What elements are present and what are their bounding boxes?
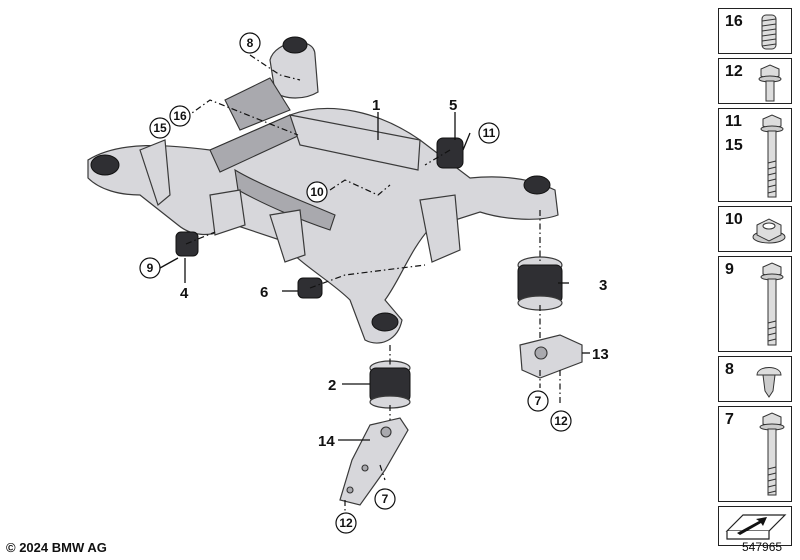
svg-text:8: 8 [247,36,254,50]
svg-text:15: 15 [153,121,167,135]
legend-cell-16[interactable]: 16 [718,8,792,54]
document-number: 547965 [742,540,783,554]
callout-2: 2 [328,377,336,394]
hex-collar-screw-icon [758,64,782,102]
callout-6: 6 [260,284,268,301]
threaded-insert-icon [761,14,777,50]
legend-number: 16 [725,13,743,30]
copyright-text: © 2024 BMW AG [6,540,107,555]
rubber-mount-3 [517,256,563,311]
orientation-arrow-icon [725,514,787,540]
bracket-13 [519,334,583,379]
bracket-14 [339,417,409,506]
long-hex-bolt-icon [760,114,784,198]
svg-text:7: 7 [382,492,389,506]
legend-cell-9[interactable]: 9 [718,256,792,352]
rear-axle-carrier-diagram: 1 5 3 13 2 14 6 4 8 16 15 11 10 9 7 12 7… [87,32,609,534]
legend-cell-8[interactable]: 8 [718,356,792,402]
legend-cell-orientation [718,506,792,546]
callout-3: 3 [599,277,607,294]
callout-12-bottom: 12 [335,512,357,534]
legend-number: 12 [725,63,743,80]
callout-5: 5 [449,97,457,114]
callout-13: 13 [592,346,609,363]
svg-text:11: 11 [483,126,496,140]
callout-1: 1 [372,97,380,114]
callout-11: 11 [478,122,500,144]
svg-text:16: 16 [173,109,187,123]
legend-number: 10 [725,211,743,228]
svg-text:12: 12 [554,414,568,428]
legend-cell-10[interactable]: 10 [718,206,792,252]
legend-number: 9 [725,261,734,278]
svg-text:9: 9 [147,261,154,275]
callout-15: 15 [149,117,171,139]
hex-collar-bolt-icon [759,412,785,496]
callout-7-bottom: 7 [374,488,396,510]
legend-number: 15 [725,137,743,154]
callout-9: 9 [139,257,161,279]
legend-number: 11 [725,113,742,130]
svg-text:7: 7 [535,394,542,408]
plastic-rivet-icon [756,367,782,398]
callout-12-right: 12 [550,410,572,432]
callout-4: 4 [180,285,189,302]
long-hex-bolt-icon [760,262,784,346]
svg-text:10: 10 [310,185,324,199]
legend-cell-7[interactable]: 7 [718,406,792,502]
rubber-mount-2 [369,360,411,409]
rubber-bushing-5 [436,137,464,169]
legend-cell-11-15[interactable]: 11 15 [718,108,792,202]
hex-collar-nut-icon [752,218,786,244]
svg-text:12: 12 [339,516,353,530]
callout-14: 14 [318,433,335,450]
legend-cell-12[interactable]: 12 [718,58,792,104]
callout-8: 8 [239,32,261,54]
callout-16: 16 [169,105,191,127]
legend-number: 8 [725,361,734,378]
callout-10: 10 [306,181,328,203]
callout-7-right: 7 [527,390,549,412]
legend-number: 7 [725,411,734,428]
